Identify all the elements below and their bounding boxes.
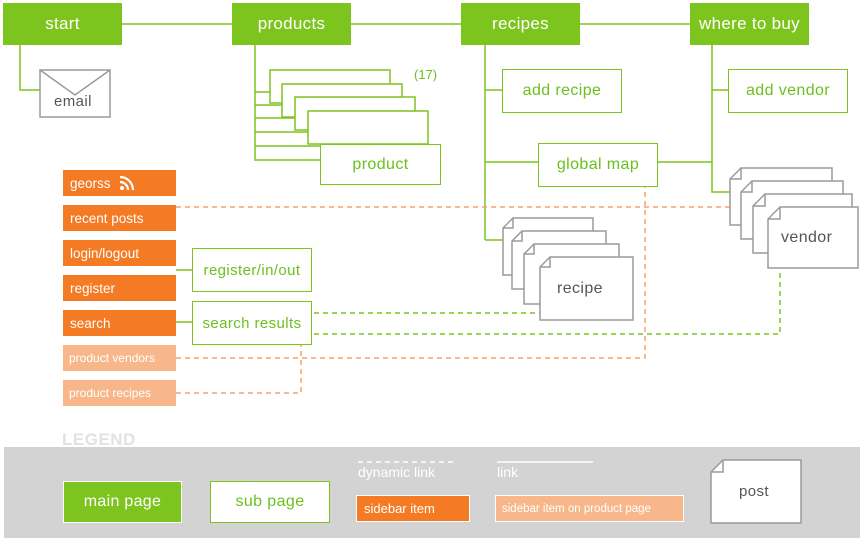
email-envelope-shape	[39, 69, 111, 118]
main-page-recipes[interactable]: recipes	[461, 3, 580, 45]
legend-title: LEGEND	[62, 430, 136, 449]
sidebar-item-product-recipes[interactable]: product recipes	[63, 380, 176, 406]
sidebar-item-georss[interactable]: georss	[63, 170, 176, 196]
sidebar-item-recent-posts[interactable]: recent posts	[63, 205, 176, 231]
sub-page-global-map[interactable]: global map	[538, 143, 658, 187]
vendor-post-label[interactable]: vendor	[781, 229, 833, 246]
product-page-stack-4	[307, 110, 429, 145]
sub-page-add-vendor[interactable]: add vendor	[728, 69, 848, 113]
sub-page-register-in-out[interactable]: register/in/out	[192, 248, 312, 292]
sub-page-search-results[interactable]: search results	[192, 301, 312, 345]
sidebar-georss-label: georss	[70, 175, 111, 191]
legend-post-label: post	[739, 483, 769, 500]
sidebar-item-login-logout[interactable]: login/logout	[63, 240, 176, 266]
legend-link-label: link	[497, 464, 519, 480]
legend-main-page: main page	[63, 481, 182, 523]
vendor-post-front	[767, 206, 859, 269]
main-page-start[interactable]: start	[3, 3, 122, 45]
main-page-where-to-buy[interactable]: where to buy	[690, 3, 809, 45]
recipe-post-label[interactable]: recipe	[557, 280, 603, 297]
main-page-products[interactable]: products	[232, 3, 351, 45]
legend-sub-page: sub page	[210, 481, 330, 523]
sidebar-item-product-vendors[interactable]: product vendors	[63, 345, 176, 371]
sidebar-item-search[interactable]: search	[63, 310, 176, 336]
legend-sidebar-item: sidebar item	[356, 495, 470, 522]
legend-sidebar-item-product: sidebar item on product page	[495, 495, 684, 522]
rss-icon	[119, 175, 134, 191]
product-count: (17)	[414, 67, 438, 82]
legend-post-icon	[710, 459, 802, 524]
sidebar-item-register[interactable]: register	[63, 275, 176, 301]
sub-page-product[interactable]: product	[320, 144, 441, 185]
legend-dynamic-link-label: dynamic link	[358, 464, 436, 480]
recipe-post-front	[539, 256, 634, 321]
email-label[interactable]: email	[54, 93, 92, 110]
sub-page-add-recipe[interactable]: add recipe	[502, 69, 622, 113]
